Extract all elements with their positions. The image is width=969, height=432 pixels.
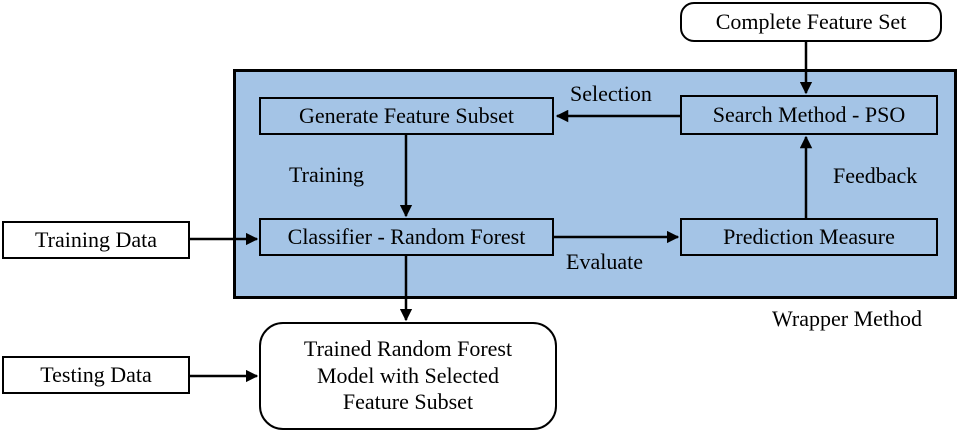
search-method-label: Search Method - PSO bbox=[712, 101, 906, 127]
testing-data-node: Testing Data bbox=[2, 356, 190, 394]
trained-model-line-1: Trained Random Forest bbox=[303, 336, 513, 362]
wrapper-method-label: Wrapper Method bbox=[772, 306, 923, 331]
generate-feature-subset-node: Generate Feature Subset bbox=[259, 97, 554, 135]
training-data-label: Training Data bbox=[34, 226, 157, 252]
evaluate-edge-label: Evaluate bbox=[566, 249, 643, 274]
testing-data-label: Testing Data bbox=[40, 361, 152, 387]
trained-model-line-2: Model with Selected bbox=[316, 362, 500, 388]
feedback-edge-label: Feedback bbox=[833, 163, 918, 188]
classifier-label: Classifier - Random Forest bbox=[287, 223, 526, 249]
trained-model-line-3: Feature Subset bbox=[342, 389, 474, 415]
classifier-node: Classifier - Random Forest bbox=[259, 218, 554, 256]
trained-model-node: Trained Random Forest Model with Selecte… bbox=[259, 322, 557, 430]
complete-feature-set-label: Complete Feature Set bbox=[715, 8, 907, 34]
search-method-node: Search Method - PSO bbox=[680, 95, 938, 135]
generate-feature-subset-label: Generate Feature Subset bbox=[298, 102, 515, 128]
training-edge-label: Training bbox=[289, 162, 364, 187]
prediction-measure-node: Prediction Measure bbox=[680, 218, 938, 256]
prediction-measure-label: Prediction Measure bbox=[723, 223, 895, 249]
training-data-node: Training Data bbox=[2, 221, 190, 259]
selection-edge-label: Selection bbox=[570, 81, 652, 106]
complete-feature-set-node: Complete Feature Set bbox=[680, 2, 942, 42]
